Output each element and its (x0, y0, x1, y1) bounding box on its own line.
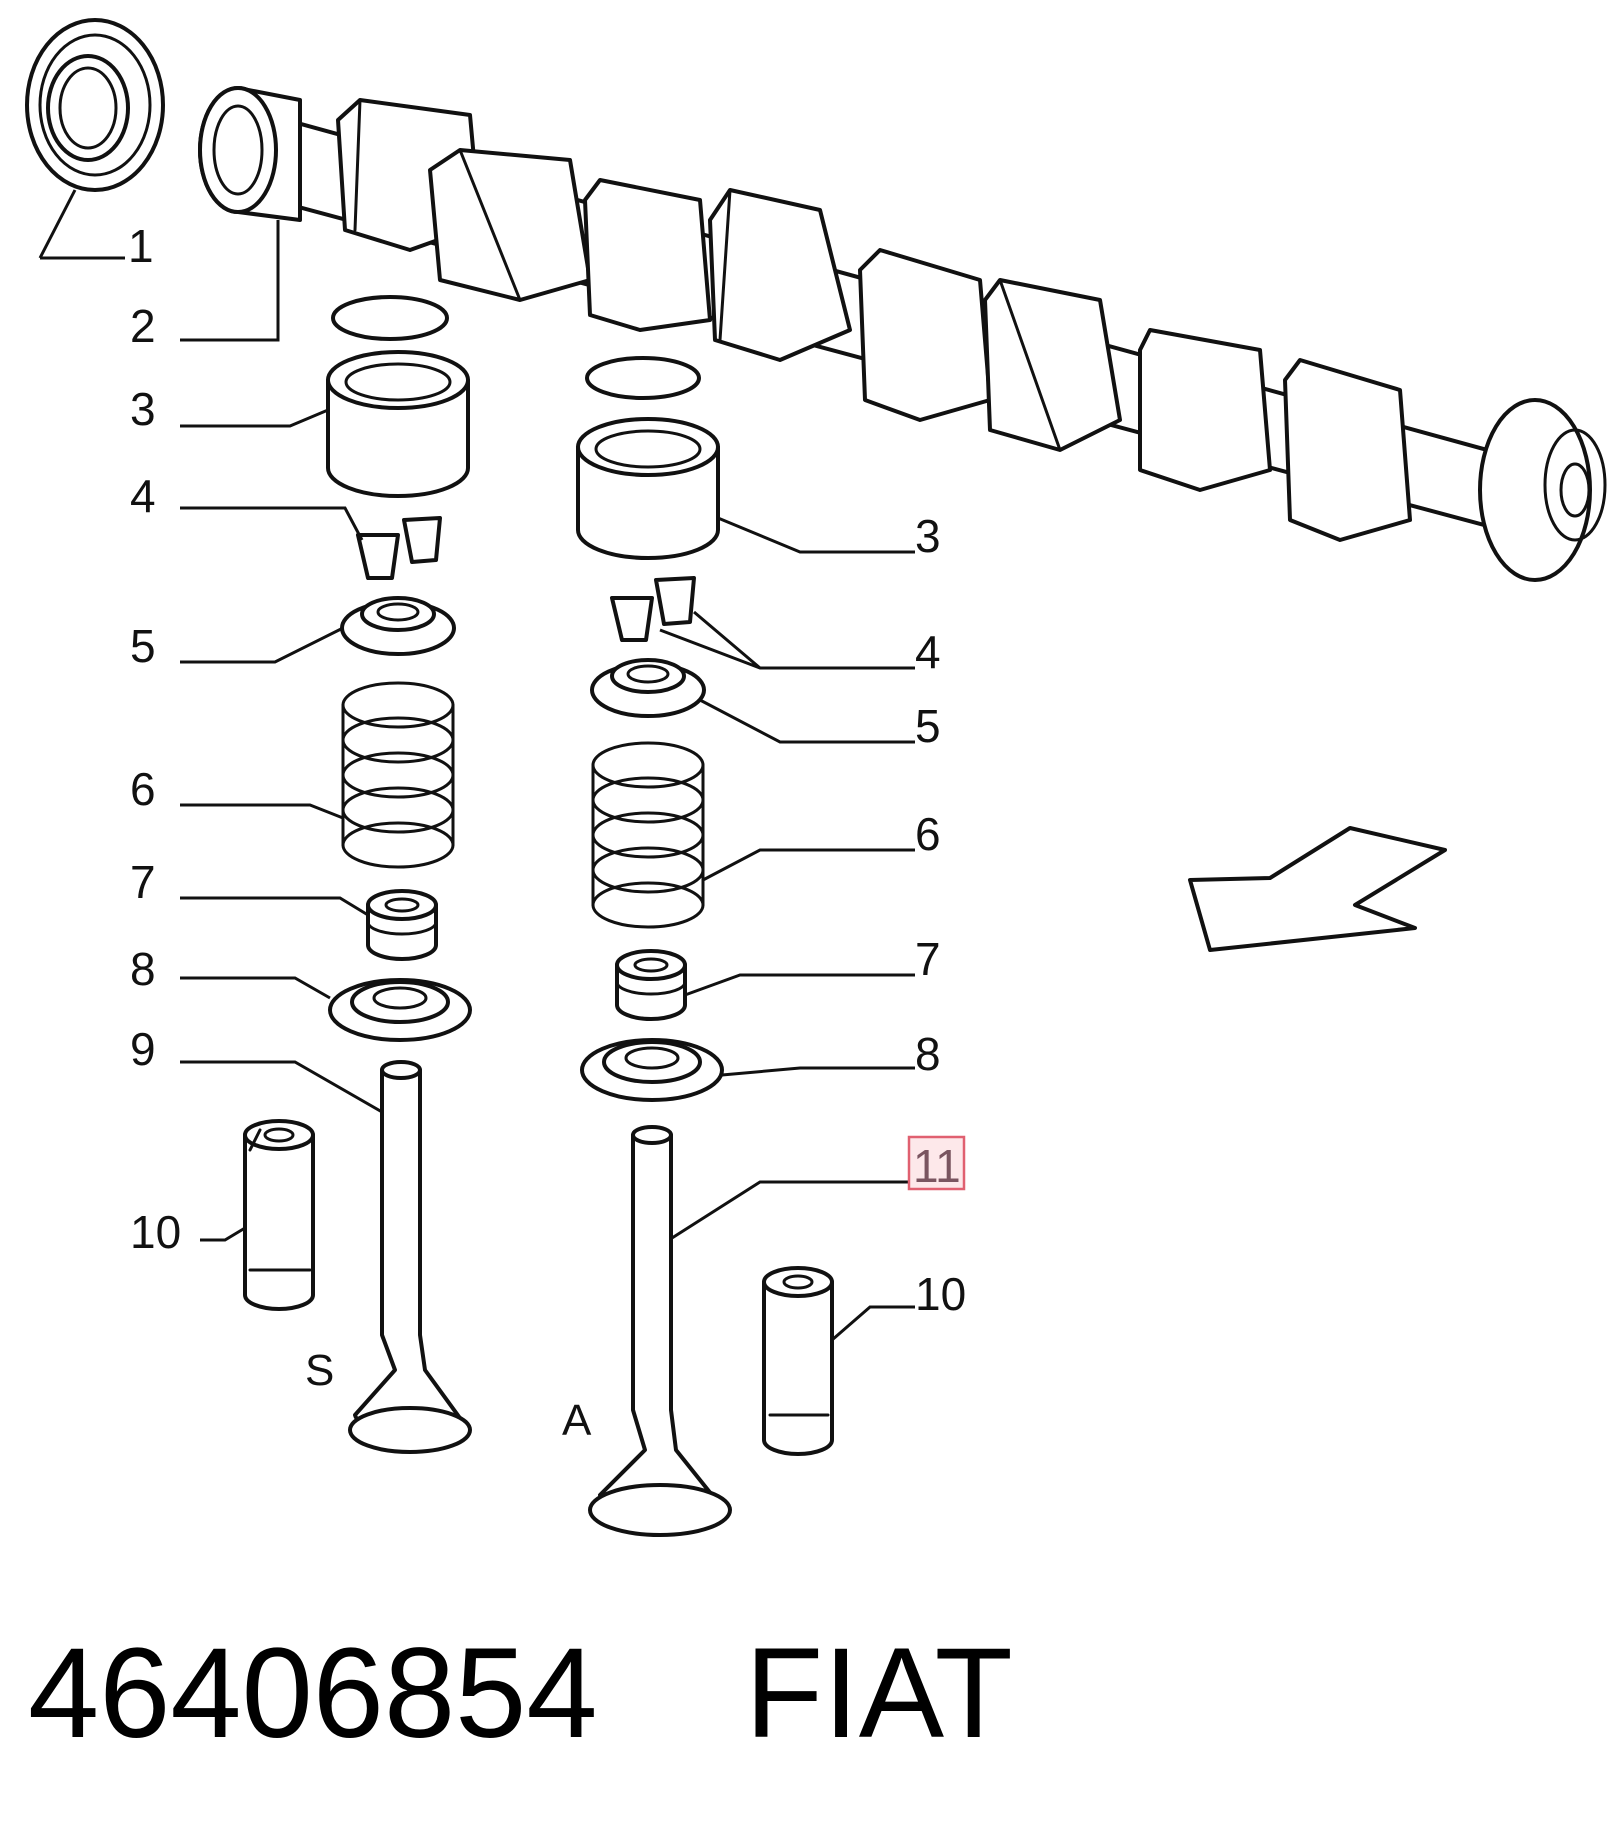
keepers-left (356, 516, 442, 580)
tappet-left (326, 350, 470, 498)
valve-spring-left (341, 681, 455, 869)
camshaft (198, 86, 1607, 582)
spring-retainer-right (590, 658, 706, 718)
callout-6-left: 6 (130, 763, 156, 815)
part-number: 46406854 (28, 1622, 598, 1765)
callout-4-left: 4 (130, 470, 156, 522)
left-valve-stack (243, 295, 472, 1454)
callout-8-left: 8 (130, 943, 156, 995)
callout-2: 2 (130, 300, 156, 352)
callout-5-right: 5 (915, 700, 941, 752)
callout-10-right: 10 (915, 1268, 966, 1320)
callout-7-left: 7 (130, 856, 156, 908)
valve-guide-left (243, 1119, 315, 1311)
tappet-right (576, 417, 720, 560)
leader-lines (38, 189, 915, 1342)
callouts-left: 1 2 3 4 5 6 7 8 9 10 (128, 220, 181, 1258)
shim-left (331, 295, 449, 341)
callout-8-right: 8 (915, 1028, 941, 1080)
stem-seal-right (615, 949, 687, 1021)
callout-5-left: 5 (130, 620, 156, 672)
callout-3-left: 3 (130, 383, 156, 435)
spring-seat-right (580, 1038, 724, 1102)
callout-1: 1 (128, 220, 154, 272)
camshaft-rear-flange (1478, 398, 1607, 582)
keepers-right (610, 576, 696, 642)
callout-10-left: 10 (130, 1206, 181, 1258)
callout-7-right: 7 (915, 933, 941, 985)
callout-3-right: 3 (915, 510, 941, 562)
camshaft-lobes (336, 98, 1412, 542)
valve-spring-right (591, 741, 705, 929)
stem-seal-left (366, 889, 438, 961)
valve-guide-right (762, 1266, 834, 1456)
valve-left (348, 1060, 472, 1454)
valve-label-exhaust: A (562, 1396, 592, 1445)
spring-retainer-left (340, 596, 456, 656)
valve-label-intake: S (305, 1346, 334, 1395)
callouts-right: 3 4 5 6 7 8 11 10 (907, 510, 966, 1320)
direction-arrow-icon (1188, 826, 1447, 952)
brand-name: FIAT (745, 1622, 1013, 1765)
callout-11: 11 (913, 1140, 961, 1192)
right-valve-stack (576, 356, 834, 1537)
callout-11-highlight[interactable]: 11 (907, 1135, 966, 1192)
callout-9: 9 (130, 1023, 156, 1075)
camshaft-front-journal (198, 86, 302, 222)
spring-seat-left (328, 978, 472, 1042)
callout-6-right: 6 (915, 808, 941, 860)
valve-right (588, 1125, 732, 1537)
oil-seal (25, 18, 165, 192)
callout-4-right: 4 (915, 626, 941, 678)
shim-right (585, 356, 701, 400)
